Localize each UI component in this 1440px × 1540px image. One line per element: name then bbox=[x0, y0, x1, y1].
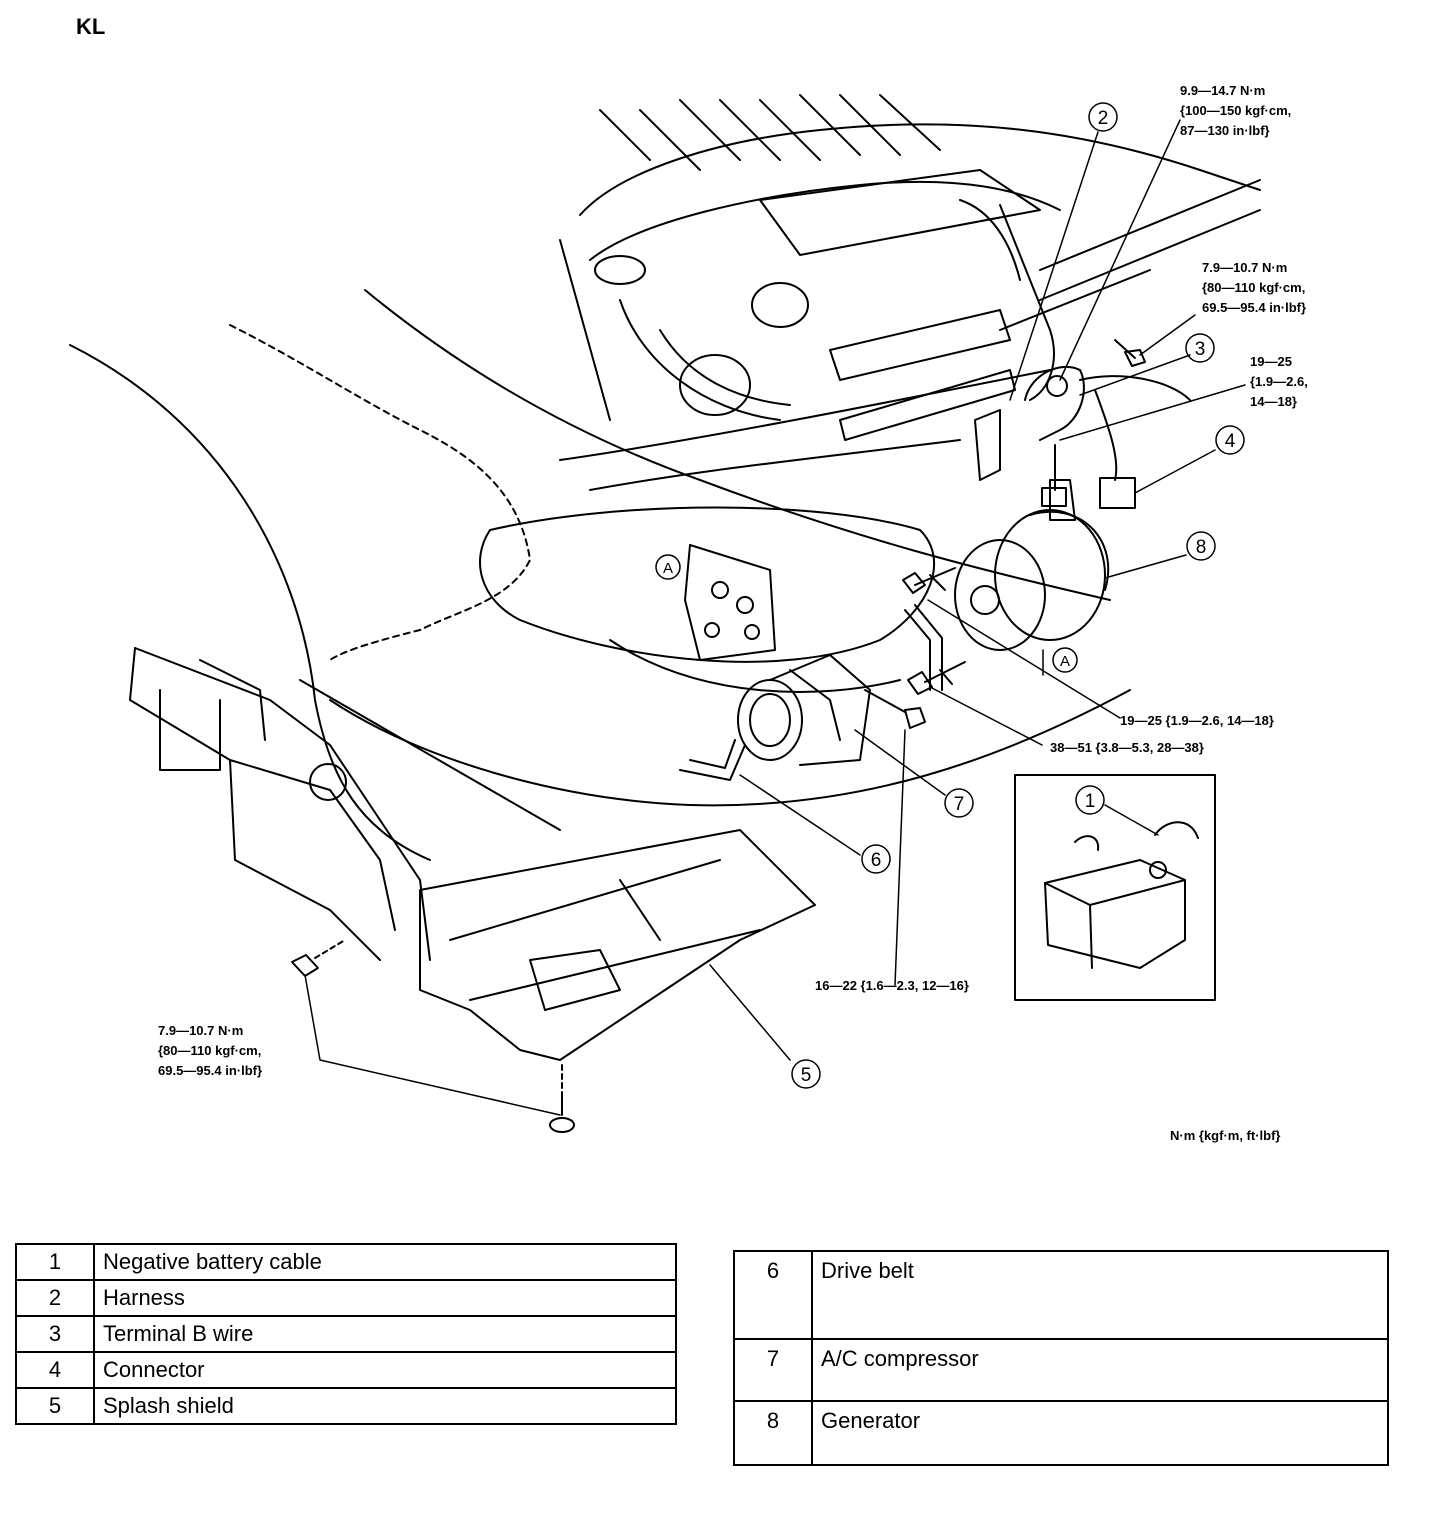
torque-upper-bolt-2: {80—110 kgf·cm, bbox=[1202, 280, 1305, 295]
drive-belt bbox=[679, 744, 746, 781]
splash-shield-bolt-left bbox=[291, 939, 346, 977]
torque-harness-nut-3: 87—130 in·lbf} bbox=[1180, 123, 1270, 138]
torque-terminal-b-2: {1.9—2.6, bbox=[1250, 374, 1308, 389]
callout-circles bbox=[655, 102, 1245, 1089]
callout-3: 3 bbox=[1195, 339, 1206, 360]
legend-label: Negative battery cable bbox=[93, 1243, 677, 1281]
bay-line bbox=[329, 689, 1131, 807]
compressor-bolt bbox=[864, 689, 926, 729]
legend-num: 5 bbox=[15, 1387, 95, 1425]
legend-row: 3 Terminal B wire bbox=[15, 1315, 677, 1353]
torque-upper-bolt-3: 69.5—95.4 in·lbf} bbox=[1202, 300, 1306, 315]
legend-label: A/C compressor bbox=[811, 1338, 1389, 1402]
torque-generator-upper: 19—25 {1.9—2.6, 14—18} bbox=[1120, 713, 1274, 728]
engine-head bbox=[559, 94, 1261, 441]
bay-line bbox=[299, 679, 561, 831]
harness-assembly bbox=[974, 365, 1191, 509]
callout-5: 5 bbox=[801, 1065, 812, 1086]
legend-num: 7 bbox=[733, 1338, 813, 1402]
legend-num: 2 bbox=[15, 1279, 95, 1317]
drive-belt bbox=[689, 739, 736, 769]
legend-row: 2 Harness bbox=[15, 1279, 677, 1317]
torque-splash-shield-3: 69.5—95.4 in·lbf} bbox=[158, 1063, 262, 1078]
torque-compressor-bolt: 16—22 {1.6—2.3, 12—16} bbox=[815, 978, 969, 993]
legend-row: 6 Drive belt bbox=[733, 1250, 1389, 1340]
legend-label: Splash shield bbox=[93, 1387, 677, 1425]
legend-row: 5 Splash shield bbox=[15, 1387, 677, 1425]
legend-num: 3 bbox=[15, 1315, 95, 1353]
legend-label: Terminal B wire bbox=[93, 1315, 677, 1353]
torque-generator-lower: 38—51 {3.8—5.3, 28—38} bbox=[1050, 740, 1204, 755]
generator-bolt-upper bbox=[902, 567, 956, 594]
fender-dashed-line bbox=[229, 324, 531, 661]
bay-line bbox=[364, 289, 1111, 601]
callout-2: 2 bbox=[1098, 108, 1109, 129]
legend-num: 8 bbox=[733, 1400, 813, 1466]
fender-outline bbox=[69, 344, 431, 861]
battery-inset bbox=[1014, 774, 1216, 1001]
legend-row: 1 Negative battery cable bbox=[15, 1243, 677, 1281]
legend-num: 6 bbox=[733, 1250, 813, 1340]
bay-line bbox=[589, 439, 961, 491]
generator-bolt-lower bbox=[907, 661, 966, 695]
legend-row: 8 Generator bbox=[733, 1400, 1389, 1466]
callout-7: 7 bbox=[954, 794, 965, 815]
legend-label: Drive belt bbox=[811, 1250, 1389, 1340]
legend-table-right: 6 Drive belt 7 A/C compressor 8 Generato… bbox=[733, 1250, 1389, 1466]
reference-marker-a: A bbox=[663, 560, 673, 577]
torque-terminal-b-1: 19—25 bbox=[1250, 354, 1292, 369]
ac-compressor bbox=[737, 654, 871, 766]
callout-6: 6 bbox=[871, 850, 882, 871]
torque-splash-shield-2: {80—110 kgf·cm, bbox=[158, 1043, 261, 1058]
legend-row: 4 Connector bbox=[15, 1351, 677, 1389]
torque-harness-nut-2: {100—150 kgf·cm, bbox=[1180, 103, 1291, 118]
legend-table-left: 1 Negative battery cable 2 Harness 3 Ter… bbox=[15, 1243, 677, 1425]
torque-upper-bolt-1: 7.9—10.7 N·m bbox=[1202, 260, 1287, 275]
legend-label: Connector bbox=[93, 1351, 677, 1389]
reference-marker-a: A bbox=[1060, 653, 1070, 670]
upper-bolt-small bbox=[1114, 339, 1146, 367]
leader-lines bbox=[304, 119, 1246, 1116]
legend-row: 7 A/C compressor bbox=[733, 1338, 1389, 1402]
drive-belt bbox=[914, 604, 943, 691]
legend-label: Harness bbox=[93, 1279, 677, 1317]
torque-harness-nut-1: 9.9—14.7 N·m bbox=[1180, 83, 1265, 98]
splash-shield bbox=[129, 647, 816, 1061]
bumper-outline bbox=[479, 506, 936, 663]
legend-num: 1 bbox=[15, 1243, 95, 1281]
units-note: N·m {kgf·m, ft·lbf} bbox=[1170, 1128, 1281, 1143]
callout-4: 4 bbox=[1225, 431, 1236, 452]
legend-num: 4 bbox=[15, 1351, 95, 1389]
bay-line bbox=[559, 369, 1051, 461]
legend-label: Generator bbox=[811, 1400, 1389, 1466]
torque-terminal-b-3: 14—18} bbox=[1250, 394, 1297, 409]
model-code: KL bbox=[76, 14, 106, 39]
splash-shield-bolt-lower bbox=[549, 1064, 575, 1133]
drive-belt bbox=[904, 609, 931, 691]
exploded-diagram: 2 3 4 8 1 7 6 5 A A 9.9—14.7 N·m {100—15… bbox=[69, 83, 1308, 1143]
callout-1: 1 bbox=[1085, 791, 1096, 812]
torque-splash-shield-1: 7.9—10.7 N·m bbox=[158, 1023, 243, 1038]
frame-rail bbox=[999, 179, 1261, 331]
callout-8: 8 bbox=[1196, 537, 1207, 558]
generator bbox=[954, 479, 1110, 651]
compressor-bracket bbox=[684, 544, 776, 661]
